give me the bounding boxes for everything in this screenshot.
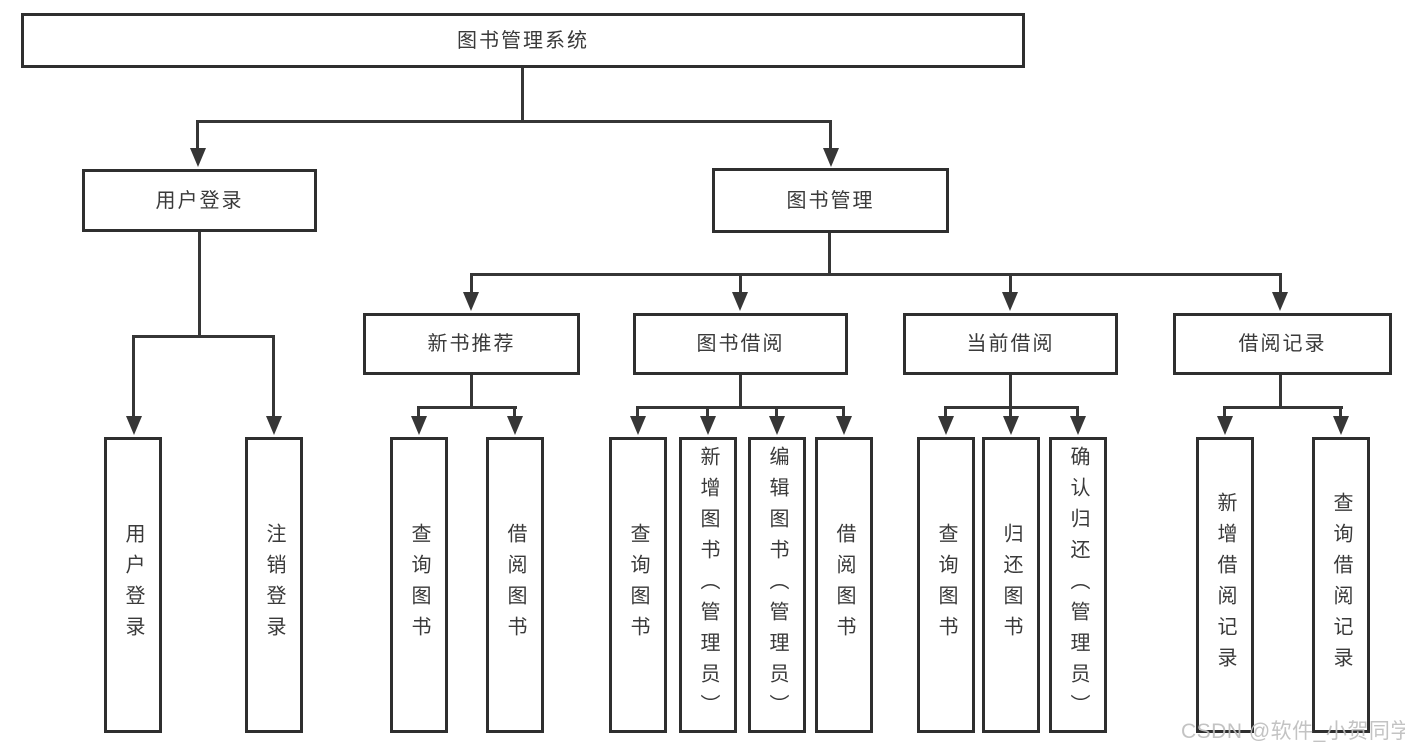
node-book-management: 图书管理 bbox=[712, 168, 949, 233]
leaf-query-books-current-label: 查询图书 bbox=[935, 523, 957, 647]
node-borrow-records: 借阅记录 bbox=[1173, 313, 1392, 375]
leaf-user-login-label: 用户登录 bbox=[122, 523, 144, 647]
connector-new-book-stem bbox=[470, 375, 473, 408]
connector-drop-b2 bbox=[706, 406, 709, 418]
node-book-management-label: 图书管理 bbox=[786, 189, 875, 212]
connector-book-management-stem bbox=[828, 233, 831, 276]
leaf-add-borrow-record: 新增借阅记录 bbox=[1196, 437, 1254, 733]
connector-current-borrow-stem bbox=[1009, 375, 1012, 408]
leaf-logout: 注销登录 bbox=[245, 437, 303, 733]
leaf-confirm-return-admin-label: 确认归还（管理员） bbox=[1067, 445, 1089, 725]
node-new-book-recommend: 新书推荐 bbox=[363, 313, 580, 375]
leaf-query-books-recommend-label: 查询图书 bbox=[408, 523, 430, 647]
node-new-book-recommend-label: 新书推荐 bbox=[427, 333, 516, 355]
node-book-borrow: 图书借阅 bbox=[633, 313, 848, 375]
leaf-return-books-label: 归还图书 bbox=[1000, 523, 1022, 647]
node-borrow-records-label: 借阅记录 bbox=[1238, 333, 1327, 355]
connector-borrow-records-stem bbox=[1279, 375, 1282, 408]
connector-level1-bar bbox=[196, 120, 832, 123]
connector-drop-book-management bbox=[829, 120, 832, 150]
watermark: CSDN @软件_小贺同学 bbox=[1181, 720, 1405, 743]
node-root-label: 图书管理系统 bbox=[457, 29, 589, 52]
connector-user-login-stem bbox=[198, 232, 201, 338]
node-book-borrow-label: 图书借阅 bbox=[696, 333, 785, 355]
leaf-add-borrow-record-label: 新增借阅记录 bbox=[1214, 492, 1236, 678]
node-current-borrow-label: 当前借阅 bbox=[966, 333, 1055, 355]
connector-borrow-records-bar bbox=[1224, 406, 1343, 409]
arrowhead-d1 bbox=[1217, 416, 1233, 435]
arrowhead-new-book bbox=[463, 292, 479, 311]
arrowhead-c3 bbox=[1070, 416, 1086, 435]
connector-drop-leaf-user-login bbox=[132, 335, 135, 418]
connector-drop-user-login bbox=[196, 120, 199, 150]
arrowhead-b1 bbox=[630, 416, 646, 435]
arrowhead-user-login bbox=[190, 148, 206, 167]
arrowhead-c2 bbox=[1003, 416, 1019, 435]
connector-current-borrow-bar bbox=[945, 406, 1079, 409]
leaf-edit-books-admin: 编辑图书（管理员） bbox=[748, 437, 806, 733]
arrowhead-b2 bbox=[700, 416, 716, 435]
arrowhead-a2 bbox=[507, 416, 523, 435]
leaf-borrow-books-recommend-label: 借阅图书 bbox=[504, 523, 526, 647]
connector-drop-d1 bbox=[1223, 406, 1226, 418]
connector-drop-leaf-logout bbox=[272, 335, 275, 418]
connector-drop-b1 bbox=[636, 406, 639, 418]
arrowhead-c1 bbox=[938, 416, 954, 435]
node-current-borrow: 当前借阅 bbox=[903, 313, 1118, 375]
arrowhead-leaf-user-login bbox=[126, 416, 142, 435]
arrowhead-leaf-logout bbox=[266, 416, 282, 435]
leaf-add-books-admin: 新增图书（管理员） bbox=[679, 437, 737, 733]
leaf-query-books-recommend: 查询图书 bbox=[390, 437, 448, 733]
connector-drop-a1 bbox=[417, 406, 420, 418]
leaf-logout-label: 注销登录 bbox=[263, 523, 285, 647]
connector-drop-d2 bbox=[1339, 406, 1342, 418]
leaf-edit-books-admin-label: 编辑图书（管理员） bbox=[766, 445, 788, 725]
node-user-login-label: 用户登录 bbox=[155, 189, 244, 212]
connector-drop-b3 bbox=[775, 406, 778, 418]
arrowhead-current-borrow bbox=[1002, 292, 1018, 311]
leaf-add-books-admin-label: 新增图书（管理员） bbox=[697, 445, 719, 725]
connector-drop-book-borrow bbox=[739, 273, 742, 294]
leaf-return-books: 归还图书 bbox=[982, 437, 1040, 733]
connector-book-borrow-stem bbox=[739, 375, 742, 408]
arrowhead-d2 bbox=[1333, 416, 1349, 435]
connector-drop-current-borrow bbox=[1009, 273, 1012, 294]
leaf-query-borrow-record-label: 查询借阅记录 bbox=[1330, 492, 1352, 678]
arrowhead-a1 bbox=[411, 416, 427, 435]
connector-drop-a2 bbox=[513, 406, 516, 418]
leaf-borrow-books-recommend: 借阅图书 bbox=[486, 437, 544, 733]
node-user-login: 用户登录 bbox=[82, 169, 317, 232]
leaf-confirm-return-admin: 确认归还（管理员） bbox=[1049, 437, 1107, 733]
leaf-query-books-current: 查询图书 bbox=[917, 437, 975, 733]
arrowhead-borrow-records bbox=[1272, 292, 1288, 311]
arrowhead-book-management bbox=[823, 148, 839, 167]
connector-book-borrow-bar bbox=[637, 406, 845, 409]
connector-root-stem bbox=[521, 68, 524, 120]
connector-drop-c1 bbox=[944, 406, 947, 418]
connector-drop-b4 bbox=[842, 406, 845, 418]
connector-user-login-bar bbox=[132, 335, 275, 338]
connector-drop-new-book bbox=[470, 273, 473, 294]
arrowhead-b3 bbox=[769, 416, 785, 435]
connector-level2-bar bbox=[470, 273, 1282, 276]
leaf-borrow-books-label: 借阅图书 bbox=[833, 523, 855, 647]
leaf-user-login: 用户登录 bbox=[104, 437, 162, 733]
connector-new-book-bar bbox=[418, 406, 517, 409]
arrowhead-book-borrow bbox=[732, 292, 748, 311]
connector-drop-c3 bbox=[1076, 406, 1079, 418]
leaf-query-books-borrow: 查询图书 bbox=[609, 437, 667, 733]
arrowhead-b4 bbox=[836, 416, 852, 435]
connector-drop-c2 bbox=[1009, 406, 1012, 418]
node-root: 图书管理系统 bbox=[21, 13, 1025, 68]
connector-drop-borrow-records bbox=[1279, 273, 1282, 294]
leaf-query-borrow-record: 查询借阅记录 bbox=[1312, 437, 1370, 733]
leaf-query-books-borrow-label: 查询图书 bbox=[627, 523, 649, 647]
leaf-borrow-books: 借阅图书 bbox=[815, 437, 873, 733]
